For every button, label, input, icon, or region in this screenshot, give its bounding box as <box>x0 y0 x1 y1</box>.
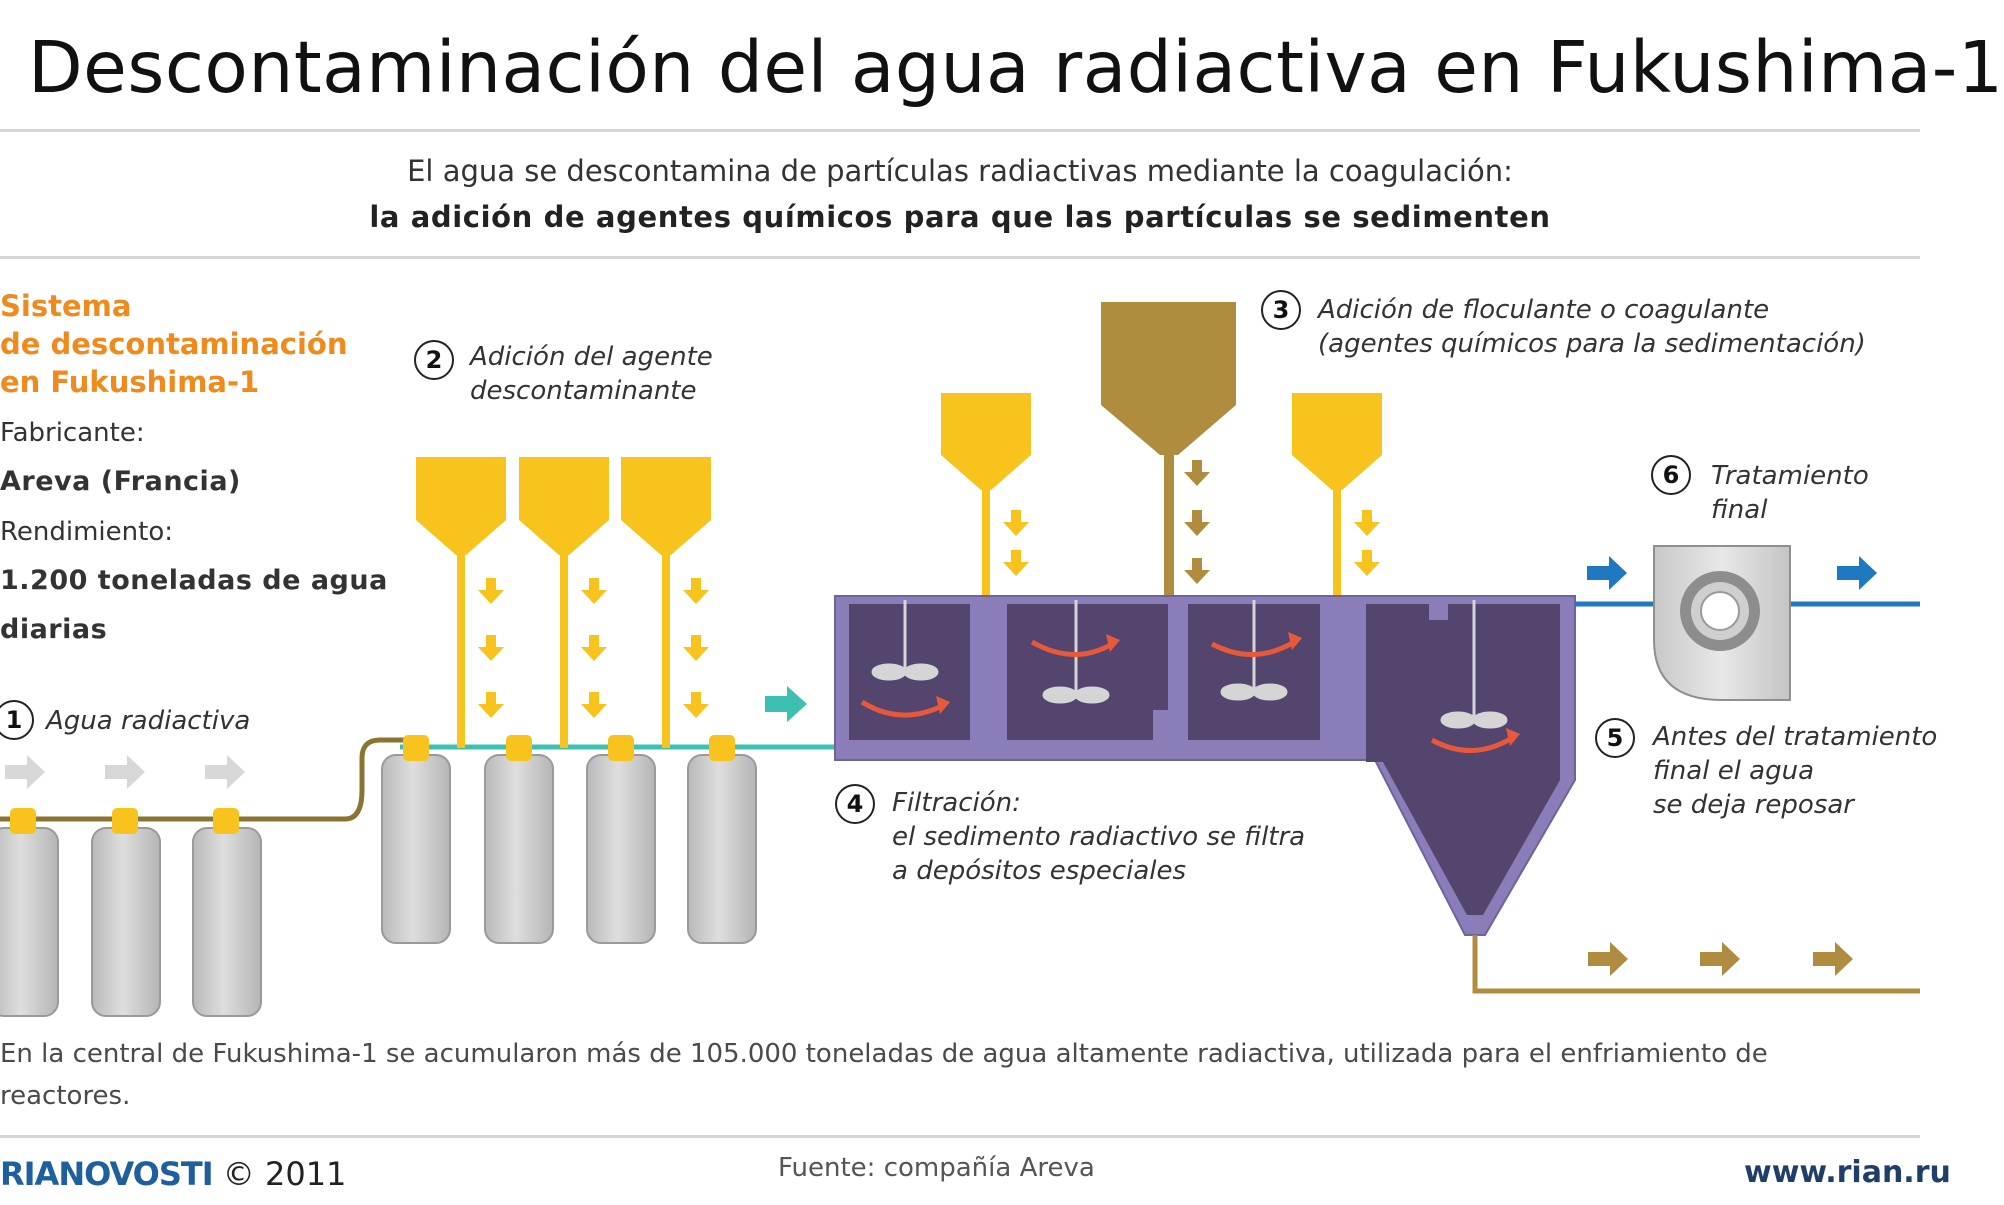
step-1-number: 1 <box>0 700 34 740</box>
system-heading: Sistema de descontaminación en Fukushima… <box>0 287 347 401</box>
step-6-number: 6 <box>1651 455 1691 495</box>
capacity-label: Rendimiento: <box>0 517 173 547</box>
step-1-label: Agua radiactiva <box>46 706 251 736</box>
flow-arrows-gray <box>5 755 245 789</box>
down-arrows-yellow <box>478 578 709 718</box>
system-heading-line: Sistema <box>0 289 132 323</box>
mixing-cylinder-4 <box>687 735 757 944</box>
agent-hopper-1 <box>416 457 506 748</box>
copyright: © 2011 <box>222 1155 347 1193</box>
subtitle-divider <box>0 256 1920 259</box>
step-3-label: Adición de floculante o coagulante (agen… <box>1318 293 1866 361</box>
brand-logo: RIANOVOSTI © 2011 <box>0 1155 346 1193</box>
mixer-agitators <box>871 600 1508 729</box>
flow-arrow-teal <box>765 686 807 722</box>
storage-cylinder-1 <box>0 808 59 1017</box>
step-3-line: Adición de floculante o coagulante <box>1318 295 1770 325</box>
footnote: En la central de Fukushima-1 se acumular… <box>0 1039 1768 1111</box>
sediment-pipe <box>1472 935 1920 994</box>
header-divider <box>0 129 1920 132</box>
infographic: Descontaminación del agua radiactiva en … <box>0 26 2003 1193</box>
step-2-line: descontaminante <box>470 376 697 406</box>
coagulant-hopper-left <box>941 393 1031 598</box>
brand-name: RIANOVOSTI <box>0 1155 214 1193</box>
final-treatment-unit <box>1653 545 1791 701</box>
agitator-2 <box>1042 600 1110 704</box>
capacity-value: 1.200 toneladas de agua <box>0 565 388 596</box>
page-title: Descontaminación del agua radiactiva en … <box>28 26 2004 109</box>
step-2-label: Adición del agente descontaminante <box>470 340 713 408</box>
storage-cylinder-2 <box>91 808 161 1017</box>
step-4-label: Filtración: el sedimento radiactivo se f… <box>892 786 1305 888</box>
hopper-group-agent <box>416 457 711 748</box>
step-6-label: Tratamiento final <box>1711 459 1869 527</box>
manufacturer-value: Areva (Francia) <box>0 466 241 497</box>
step-2-line: Adición del agente <box>470 342 713 372</box>
agent-hopper-2 <box>519 457 609 748</box>
website-link[interactable]: www.rian.ru <box>1744 1155 1951 1190</box>
mixing-cylinders <box>381 735 757 944</box>
system-heading-line: en Fukushima-1 <box>0 365 260 399</box>
step-3-line: (agentes químicos para la sedimentación) <box>1318 329 1866 359</box>
mixing-cylinder-1 <box>381 735 451 944</box>
coagulant-hopper-right <box>1292 393 1382 598</box>
storage-cylinder-3 <box>192 808 262 1017</box>
step-4-line: Filtración: <box>892 788 1021 818</box>
flocculant-hopper-brown <box>1101 302 1236 600</box>
mixing-cylinder-2 <box>484 735 554 944</box>
mixing-arrowheads <box>936 632 1520 746</box>
step-5-line: final el agua <box>1653 756 1815 786</box>
coagulation-tank <box>834 595 1576 936</box>
step-2-number: 2 <box>414 340 454 380</box>
manufacturer-label: Fabricante: <box>0 418 145 448</box>
agent-hopper-3 <box>621 457 711 748</box>
step-4-number: 4 <box>835 784 875 824</box>
system-heading-line: de descontaminación <box>0 327 348 361</box>
step-5-line: Antes del tratamiento <box>1653 722 1938 752</box>
mixing-rotation-arrows <box>860 639 1514 753</box>
subtitle-bold: la adición de agentes químicos para que … <box>369 200 1551 234</box>
step-3-number: 3 <box>1261 290 1301 330</box>
flow-arrows-blue <box>1587 556 1877 590</box>
step-5-label: Antes del tratamiento final el agua se d… <box>1653 720 1938 822</box>
down-arrows-yellow-2 <box>1003 510 1380 576</box>
source-credit: Fuente: compañía Areva <box>778 1153 1095 1183</box>
process-diagram <box>0 302 1920 1017</box>
step-4-line: el sedimento radiactivo se filtra <box>892 822 1306 852</box>
flow-arrows-brown <box>1588 942 1853 976</box>
step-4-line: a depósitos especiales <box>892 856 1187 886</box>
step-5-line: se deja reposar <box>1653 790 1854 820</box>
step-5-number: 5 <box>1595 718 1635 758</box>
mixing-cylinder-3 <box>586 735 656 944</box>
agitator-1 <box>871 600 939 681</box>
subtitle: El agua se descontamina de partículas ra… <box>407 154 1513 188</box>
footer-divider <box>0 1135 1920 1138</box>
agitator-3 <box>1220 600 1288 701</box>
agitator-4 <box>1440 600 1508 729</box>
contaminated-water-pipe <box>0 737 415 822</box>
step-6-line: final <box>1711 495 1768 525</box>
capacity-value-cont: diarias <box>0 614 108 645</box>
flocculant-hoppers <box>941 302 1382 600</box>
step-6-line: Tratamiento <box>1711 461 1869 491</box>
down-arrows-brown <box>1184 460 1210 584</box>
